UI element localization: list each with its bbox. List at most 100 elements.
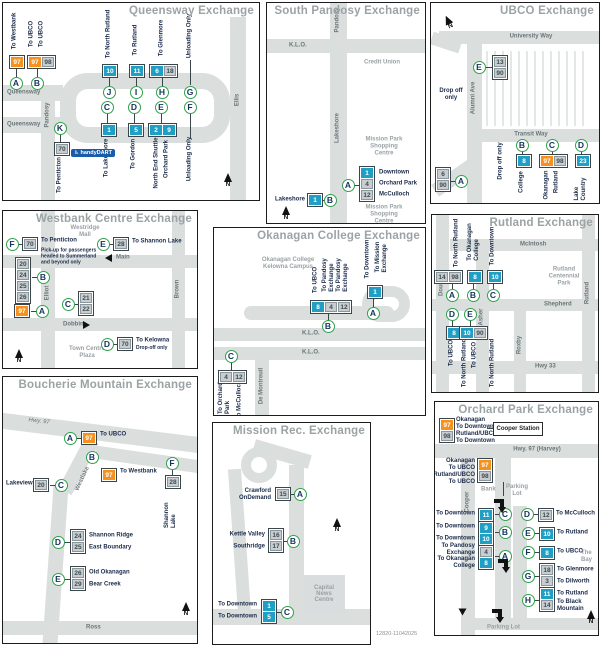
road <box>461 458 475 635</box>
destination-label: To Westbank <box>11 12 18 50</box>
route-badge-97: 97 <box>16 306 28 316</box>
route-badges: 10 <box>539 527 555 541</box>
place-label: Westridge Mall <box>70 225 100 238</box>
stop-letter-F: F <box>165 456 179 470</box>
road <box>330 3 347 223</box>
route-badge-22: 22 <box>80 304 92 314</box>
destination-label: To UBCO <box>557 548 584 555</box>
street-label: K.L.O. <box>302 349 320 356</box>
road <box>582 215 595 392</box>
connector-line <box>470 321 471 326</box>
destination-label: To Orchard Park <box>218 382 231 414</box>
route-badge-8: 8 <box>518 156 530 166</box>
destination-label: To Westbank <box>120 468 157 475</box>
route-badge-28: 28 <box>167 477 179 487</box>
north-arrow-triangle <box>182 602 190 611</box>
destination-label: Okanagan To Downtown <box>456 417 495 430</box>
connector-line <box>172 469 173 475</box>
route-badge-23: 23 <box>577 156 589 166</box>
road <box>172 211 185 368</box>
destination-label: To Kelowna <box>136 337 170 344</box>
destination-label: East Boundary <box>89 544 132 551</box>
destination-label: To Pandosy Exchange <box>441 543 475 556</box>
connector-line <box>581 151 582 155</box>
road <box>436 215 449 392</box>
north-arrow-icon: N <box>585 610 597 626</box>
north-arrow-triangle <box>587 610 595 619</box>
stop-letter-E: E <box>472 60 486 74</box>
connector-line <box>533 514 538 515</box>
destination-label: Shannon Lake <box>164 502 177 528</box>
panel-title: Queensway Exchange <box>128 5 254 17</box>
road <box>3 255 197 268</box>
turn-arrow-icon <box>497 558 513 578</box>
stop-letter-A: A <box>63 431 77 445</box>
stop-letter-E: E <box>96 237 110 251</box>
connector-line <box>522 151 523 155</box>
cooper-station-callout: Cooper Station <box>493 422 543 436</box>
destination-label: To Mission Exchange <box>375 241 388 273</box>
street-label: Main <box>116 254 130 261</box>
destination-label: Orchard Park <box>163 139 170 179</box>
print-code: 12820-11042025 <box>376 631 418 637</box>
route-badge-97: 97 <box>29 57 41 67</box>
stop-letter-A: A <box>341 178 355 192</box>
street-label: Brown <box>174 279 181 299</box>
stop-letter-A: A <box>9 76 23 90</box>
destination-label: Rutland/UBCO To UBCO <box>434 472 475 485</box>
destination-label: Lake Country <box>574 177 587 201</box>
route-badge-8: 8 <box>480 558 492 568</box>
stop-letter-B: B <box>36 270 50 284</box>
north-label: N <box>446 21 455 31</box>
destination-label: To Downtown <box>489 226 496 266</box>
street-label: Shepherd <box>544 301 572 308</box>
place-label: Town Centre Plaza <box>69 346 105 359</box>
place-label: The Bay <box>581 550 593 563</box>
route-badge-70: 70 <box>56 144 68 154</box>
connector-line <box>64 579 70 580</box>
destination-label: Orchard Park <box>379 180 418 187</box>
route-badge-15: 15 <box>277 489 289 499</box>
connector-line <box>291 494 295 495</box>
destination-label: To Downtown <box>364 239 371 279</box>
building: Capital News Centre <box>303 575 345 613</box>
connector-line <box>37 69 38 77</box>
route-badge-9: 9 <box>480 523 492 533</box>
route-badge-26: 26 <box>17 292 29 302</box>
destination-label: To Downtown <box>436 535 475 542</box>
destination-label: Crawford OnDemand <box>238 488 271 501</box>
route-badge-98: 98 <box>441 431 453 441</box>
stop-letter-B: B <box>498 525 512 539</box>
road <box>214 328 425 341</box>
stop-letter-J: J <box>102 85 116 99</box>
street-label: University Way <box>509 33 553 40</box>
route-badges: 8 <box>446 326 462 340</box>
route-badge-11: 11 <box>480 510 492 520</box>
north-label: N <box>588 618 594 625</box>
destination-label: To North Rutland <box>105 9 112 59</box>
route-badges: 8 <box>467 270 483 284</box>
stop-letter-B: B <box>321 319 335 333</box>
destination-label: To Lakeshore <box>103 138 110 178</box>
route-badges: 70 <box>117 337 133 351</box>
destination-label: Bear Creek <box>89 581 121 588</box>
route-badge-8: 8 <box>469 272 481 282</box>
destination-label: Old Okanagan <box>89 569 130 576</box>
street-label: K.L.O. <box>289 42 307 49</box>
route-badge-90: 90 <box>494 68 506 78</box>
route-badge-24: 24 <box>17 270 29 280</box>
destination-label: To Downtown <box>218 601 257 608</box>
route-badges: 11 <box>478 508 494 522</box>
stop-letter-D: D <box>51 535 65 549</box>
destination-label: To Rutland <box>132 24 139 56</box>
destination-label: McCulloch <box>379 191 410 198</box>
destination-label: Drop-off only <box>136 345 168 352</box>
stop-letter-E: E <box>463 307 477 321</box>
